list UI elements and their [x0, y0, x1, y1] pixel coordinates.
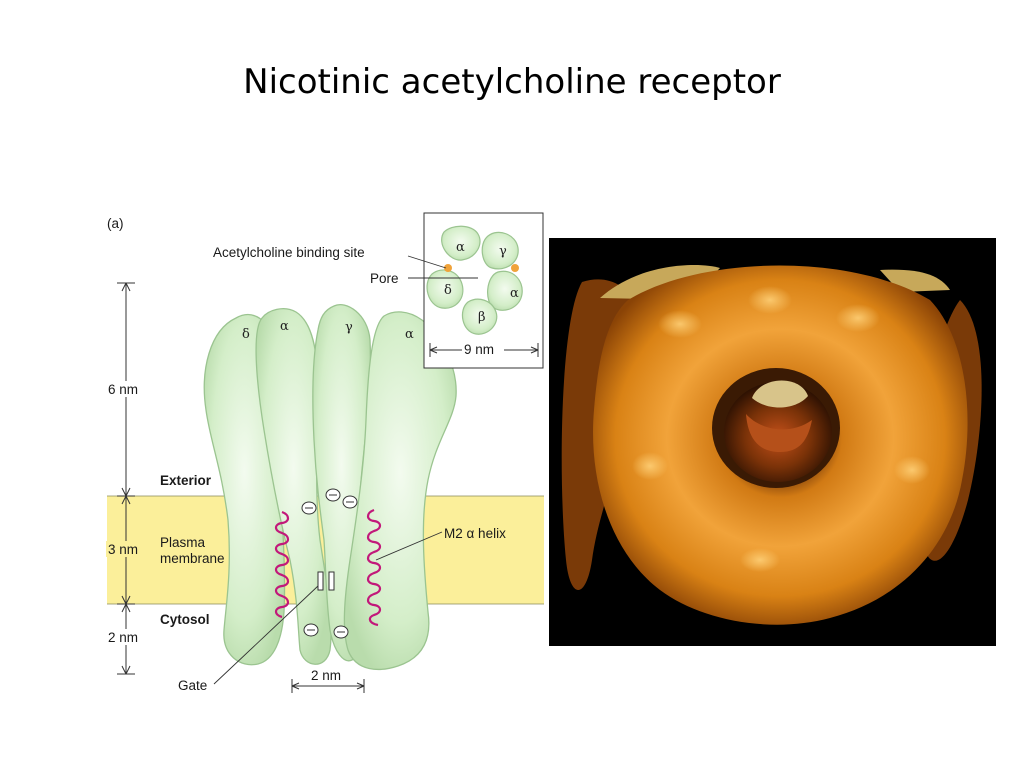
gate-shape: [317, 571, 335, 591]
subunit-gamma-label: γ: [345, 320, 353, 335]
subunit-alpha-left-label: α: [280, 319, 289, 334]
inset-alpha-top: [441, 225, 481, 261]
inset-alpha-right: [487, 270, 523, 311]
negative-charges: [301, 488, 358, 639]
dim-6nm: 6 nm: [108, 382, 138, 397]
binding-site-dot-left: [444, 264, 452, 272]
inset-gamma-label: γ: [499, 244, 507, 259]
m2-helix-right: [366, 508, 382, 627]
subunit-delta-label: δ: [242, 327, 250, 342]
inset-gamma: [481, 231, 519, 270]
height-dimension-bar: [117, 282, 135, 675]
panel-label: (a): [107, 216, 124, 231]
exterior-label: Exterior: [160, 473, 212, 488]
inset-alpha-right-label: α: [510, 286, 519, 301]
cytosol-label: Cytosol: [160, 612, 210, 627]
dim-2nm-width: 2 nm: [311, 668, 341, 683]
m2-helix-left: [274, 510, 290, 619]
dim-3nm: 3 nm: [108, 542, 138, 557]
pore-label: Pore: [370, 271, 399, 286]
top-view-subunits: [426, 225, 523, 335]
receptor-3d-surface-image: [549, 238, 996, 646]
inset-alpha-label: α: [456, 240, 465, 255]
inset-beta: [461, 298, 498, 335]
subunit-alpha-right-label: α: [405, 327, 414, 342]
receptor-side-view: [203, 304, 457, 671]
binding-site-label: Acetylcholine binding site: [213, 245, 365, 260]
plasma-label: Plasma: [160, 535, 206, 550]
m2-helix-label: M2 α helix: [444, 526, 506, 541]
gate-width-dimension: [291, 679, 365, 693]
dim-2nm: 2 nm: [108, 630, 138, 645]
subunit-alpha-right-shape: [343, 311, 457, 671]
membrane-label: membrane: [160, 551, 225, 566]
inset-beta-label: β: [478, 310, 486, 325]
dim-9nm: 9 nm: [464, 342, 494, 357]
slide-title: Nicotinic acetylcholine receptor: [243, 62, 781, 102]
binding-site-dot-right: [511, 264, 519, 272]
gate-label: Gate: [178, 678, 207, 693]
inset-delta-label: δ: [444, 283, 452, 298]
